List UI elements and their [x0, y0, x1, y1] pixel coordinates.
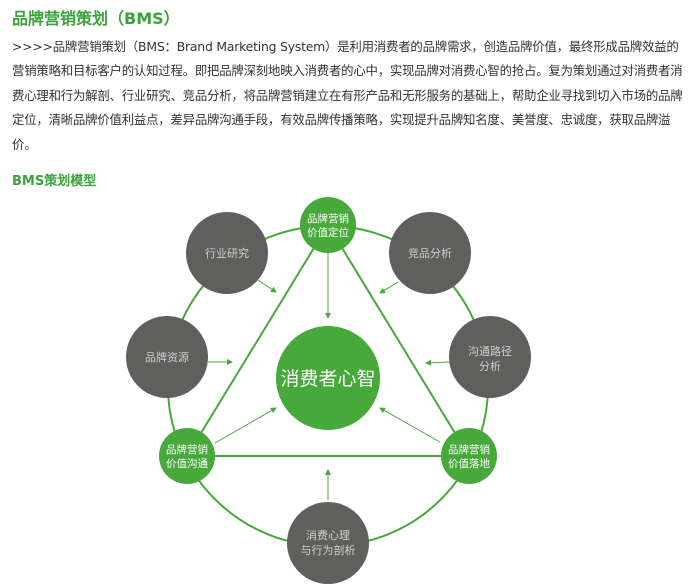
- node-label: 价值沟通: [166, 457, 208, 470]
- gray-node-communication-path: 沟通路径 分析: [449, 316, 531, 398]
- section-subtitle: BMS策划模型: [12, 174, 97, 189]
- node-label: 沟通路径: [468, 345, 512, 358]
- green-node-landing: 品牌营销 价值落地: [441, 428, 497, 484]
- arrows: [208, 253, 451, 500]
- gray-node-competitor-analysis: 竞品分析: [389, 212, 471, 294]
- triangle: [185, 223, 471, 457]
- gray-node-industry-research: 行业研究: [186, 212, 268, 294]
- node-label: 分析: [479, 359, 501, 373]
- node-label: 消费心理: [306, 528, 350, 542]
- node-label: 行业研究: [205, 246, 249, 260]
- node-label: 价值落地: [448, 457, 490, 470]
- page-title: 品牌营销策划（BMS）: [12, 9, 180, 28]
- gray-node-brand-resources: 品牌资源: [126, 316, 208, 398]
- node-label: 价值定位: [307, 226, 349, 239]
- gray-node-consumer-psychology: 消费心理 与行为剖析: [287, 502, 369, 584]
- green-node-positioning: 品牌营销 价值定位: [300, 197, 356, 253]
- green-node-communication: 品牌营销 价值沟通: [159, 428, 215, 484]
- node-label: 竞品分析: [408, 246, 452, 260]
- node-label: 品牌资源: [145, 350, 189, 364]
- node-label: 品牌营销: [166, 443, 208, 456]
- center-node: 消费者心智: [276, 326, 380, 430]
- node-label: 品牌营销: [448, 443, 490, 456]
- intro-paragraph: >>>>品牌营销策划（BMS：Brand Marketing System）是利…: [12, 39, 683, 152]
- node-label: 品牌营销: [307, 212, 349, 225]
- center-label: 消费者心智: [280, 368, 375, 390]
- node-label: 与行为剖析: [301, 543, 356, 557]
